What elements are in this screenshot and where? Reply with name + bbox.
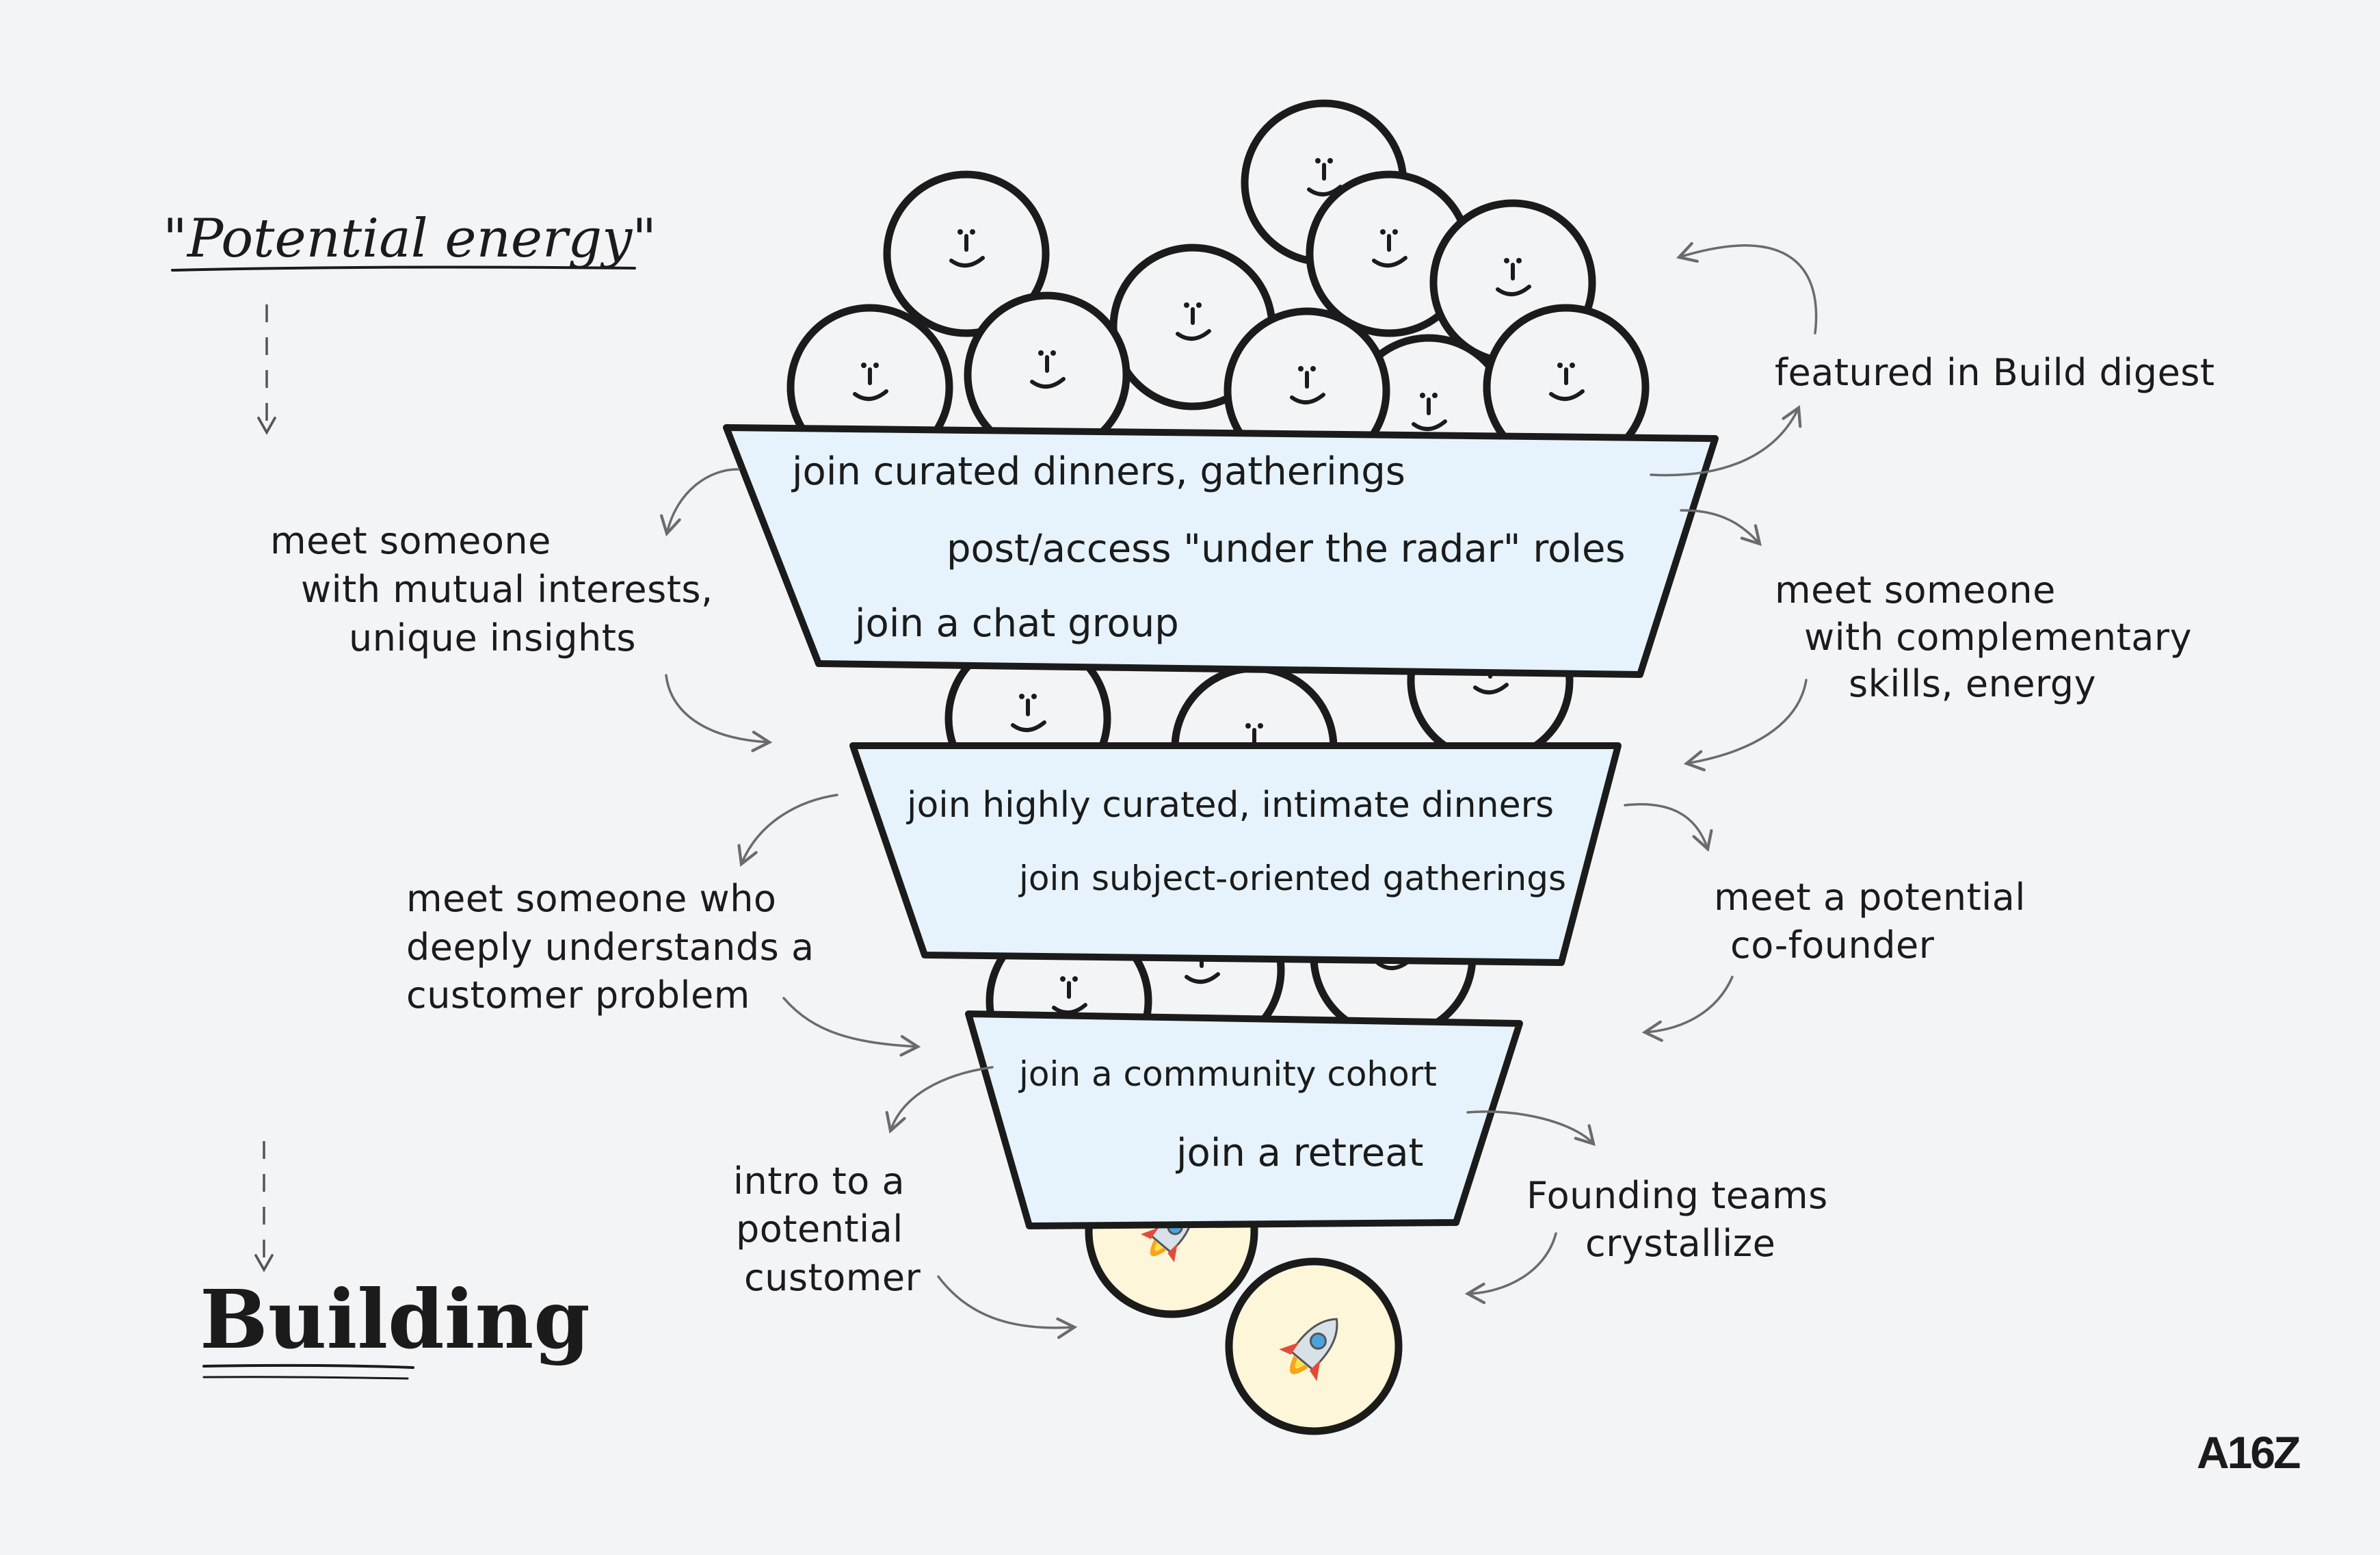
funnel-stage-3 [965, 1010, 1523, 1229]
arrow [665, 674, 773, 753]
annotation-customer-line2: deeply understands a [406, 926, 815, 969]
annotation-intro-line2: potential [736, 1207, 903, 1251]
funnel-stage-1 [723, 424, 1719, 678]
arrow [1624, 802, 1713, 852]
funnel-item: join curated dinners, gatherings [792, 449, 1405, 494]
funnel-item: post/access "under the radar" roles [947, 527, 1626, 571]
arrow [1680, 509, 1762, 547]
funnel-item: join highly curated, intimate dinners [907, 785, 1555, 826]
a16z-logo: A16Z [2197, 1427, 2301, 1478]
annotation-complementary-line2: with complementary [1804, 616, 2193, 659]
annotation-customer-line1: meet someone who [406, 877, 777, 920]
annotation-founding-line1: Founding teams [1526, 1174, 1828, 1217]
annotation-cofounder-line1: meet a potential [1714, 876, 2026, 919]
annotation-intro-line1: intro to a [733, 1160, 905, 1203]
arrow [885, 1066, 994, 1134]
title-underline [202, 1363, 414, 1369]
building-title: Building [200, 1272, 590, 1367]
potential-energy-title: "Potential energy" [163, 208, 657, 270]
annotation-cofounder-line2: co-founder [1730, 924, 1935, 967]
funnel-item: join subject-oriented gatherings [1019, 859, 1566, 898]
annotation-featured: featured in Build digest [1775, 351, 2215, 394]
annotation-complementary-line1: meet someone [1775, 569, 2056, 612]
arrow [1641, 976, 1734, 1042]
funnel-item: join a retreat [1176, 1131, 1424, 1175]
arrow [737, 794, 838, 867]
arrow [659, 468, 740, 537]
annotation-mutual-line3: unique insights [349, 616, 637, 659]
annotation-complementary-line3: skills, energy [1849, 662, 2097, 705]
title-underline [171, 265, 636, 272]
funnel-item: join a community cohort [1019, 1054, 1437, 1094]
annotation-founding-line2: crystallize [1585, 1222, 1776, 1265]
annotation-intro-line3: customer [744, 1256, 921, 1299]
rocket-icon [1279, 1318, 1338, 1381]
arrow [937, 1275, 1078, 1340]
title-underline [202, 1376, 409, 1380]
arrow [1683, 679, 1808, 772]
arrow [1676, 241, 1818, 335]
arrow [782, 997, 921, 1057]
funnel-item: join a chat group [855, 601, 1179, 646]
arrow [1466, 1110, 1596, 1147]
annotation-mutual-line1: meet someone [270, 519, 551, 562]
annotation-mutual-line2: with mutual interests, [301, 568, 713, 611]
funnel-stage-2 [849, 742, 1622, 966]
arrow [1464, 1232, 1557, 1305]
arrow [1650, 405, 1802, 477]
annotation-customer-line3: customer problem [406, 973, 750, 1017]
